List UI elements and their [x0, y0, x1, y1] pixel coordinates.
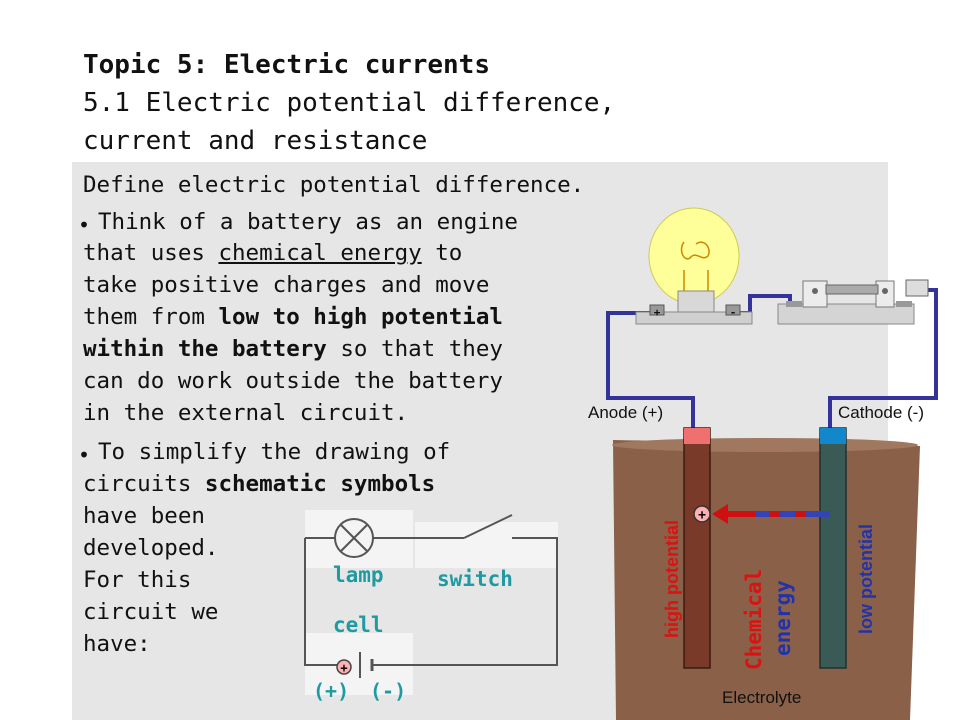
charge-plus-sign: + — [698, 508, 706, 523]
page-title: Topic 5: Electric currents — [83, 50, 490, 80]
para1-line1: Think of a battery as an engine — [98, 209, 518, 235]
para1-line4: them from low to high potential — [83, 304, 503, 330]
lamp-terminal-minus: - — [730, 306, 737, 319]
knife-switch — [777, 279, 929, 325]
schematic-circuit: + lamp switch cell (+) (-) — [304, 510, 558, 703]
para1-line7: in the external circuit. — [83, 400, 409, 426]
low-potential-label: low potential — [856, 524, 876, 634]
para1-line5: within the battery so that they — [83, 336, 503, 362]
para1-line2: that uses chemical energy to — [83, 240, 463, 266]
para2-line4: developed. — [83, 535, 219, 561]
lightbulb: + - — [635, 207, 753, 325]
cell-label: cell — [333, 613, 384, 637]
lamp-label: lamp — [333, 563, 384, 587]
para2-line2: circuits schematic symbols — [83, 471, 436, 497]
page-subtitle-line2: current and resistance — [83, 126, 428, 156]
anode-wire — [606, 311, 695, 428]
cathode-label: Cathode (-) — [838, 403, 924, 422]
high-potential-label: high potential — [662, 520, 682, 638]
objective-text: Define electric potential difference. — [83, 172, 585, 198]
para2-line5: For this — [83, 567, 192, 593]
para2-line3: have been — [83, 503, 205, 529]
bullet-2: • — [78, 443, 91, 467]
lamp-symbol — [334, 518, 374, 558]
anode-electrode — [683, 427, 711, 669]
cell-symbol: + — [336, 652, 374, 678]
chemical-label: Chemical — [742, 569, 766, 670]
battery-illustration: + + - Anode (+) Catho — [588, 207, 938, 720]
switch-symbol — [463, 514, 513, 539]
cathode-electrode — [819, 427, 847, 669]
page-subtitle-line1: 5.1 Electric potential difference, — [83, 88, 616, 118]
charge-arrow: + — [693, 504, 830, 524]
para2-line1: To simplify the drawing of — [98, 439, 451, 465]
cell-positive-label: (+) — [313, 679, 349, 703]
cell-plus-sign: + — [340, 661, 347, 675]
lamp-terminal-plus: + — [654, 306, 661, 319]
para1-line3: take positive charges and move — [83, 272, 490, 298]
para2-line7: have: — [83, 631, 151, 657]
chemical-energy-term: chemical energy — [218, 240, 422, 266]
cell-negative-label: (-) — [370, 679, 406, 703]
para2-line6: circuit we — [83, 599, 219, 625]
anode-label: Anode (+) — [588, 403, 663, 422]
energy-label: energy — [771, 580, 795, 656]
bullet-1: • — [78, 213, 91, 237]
electrolyte-label: Electrolyte — [722, 688, 801, 707]
para1-line6: can do work outside the battery — [83, 368, 503, 394]
switch-label: switch — [437, 567, 513, 591]
